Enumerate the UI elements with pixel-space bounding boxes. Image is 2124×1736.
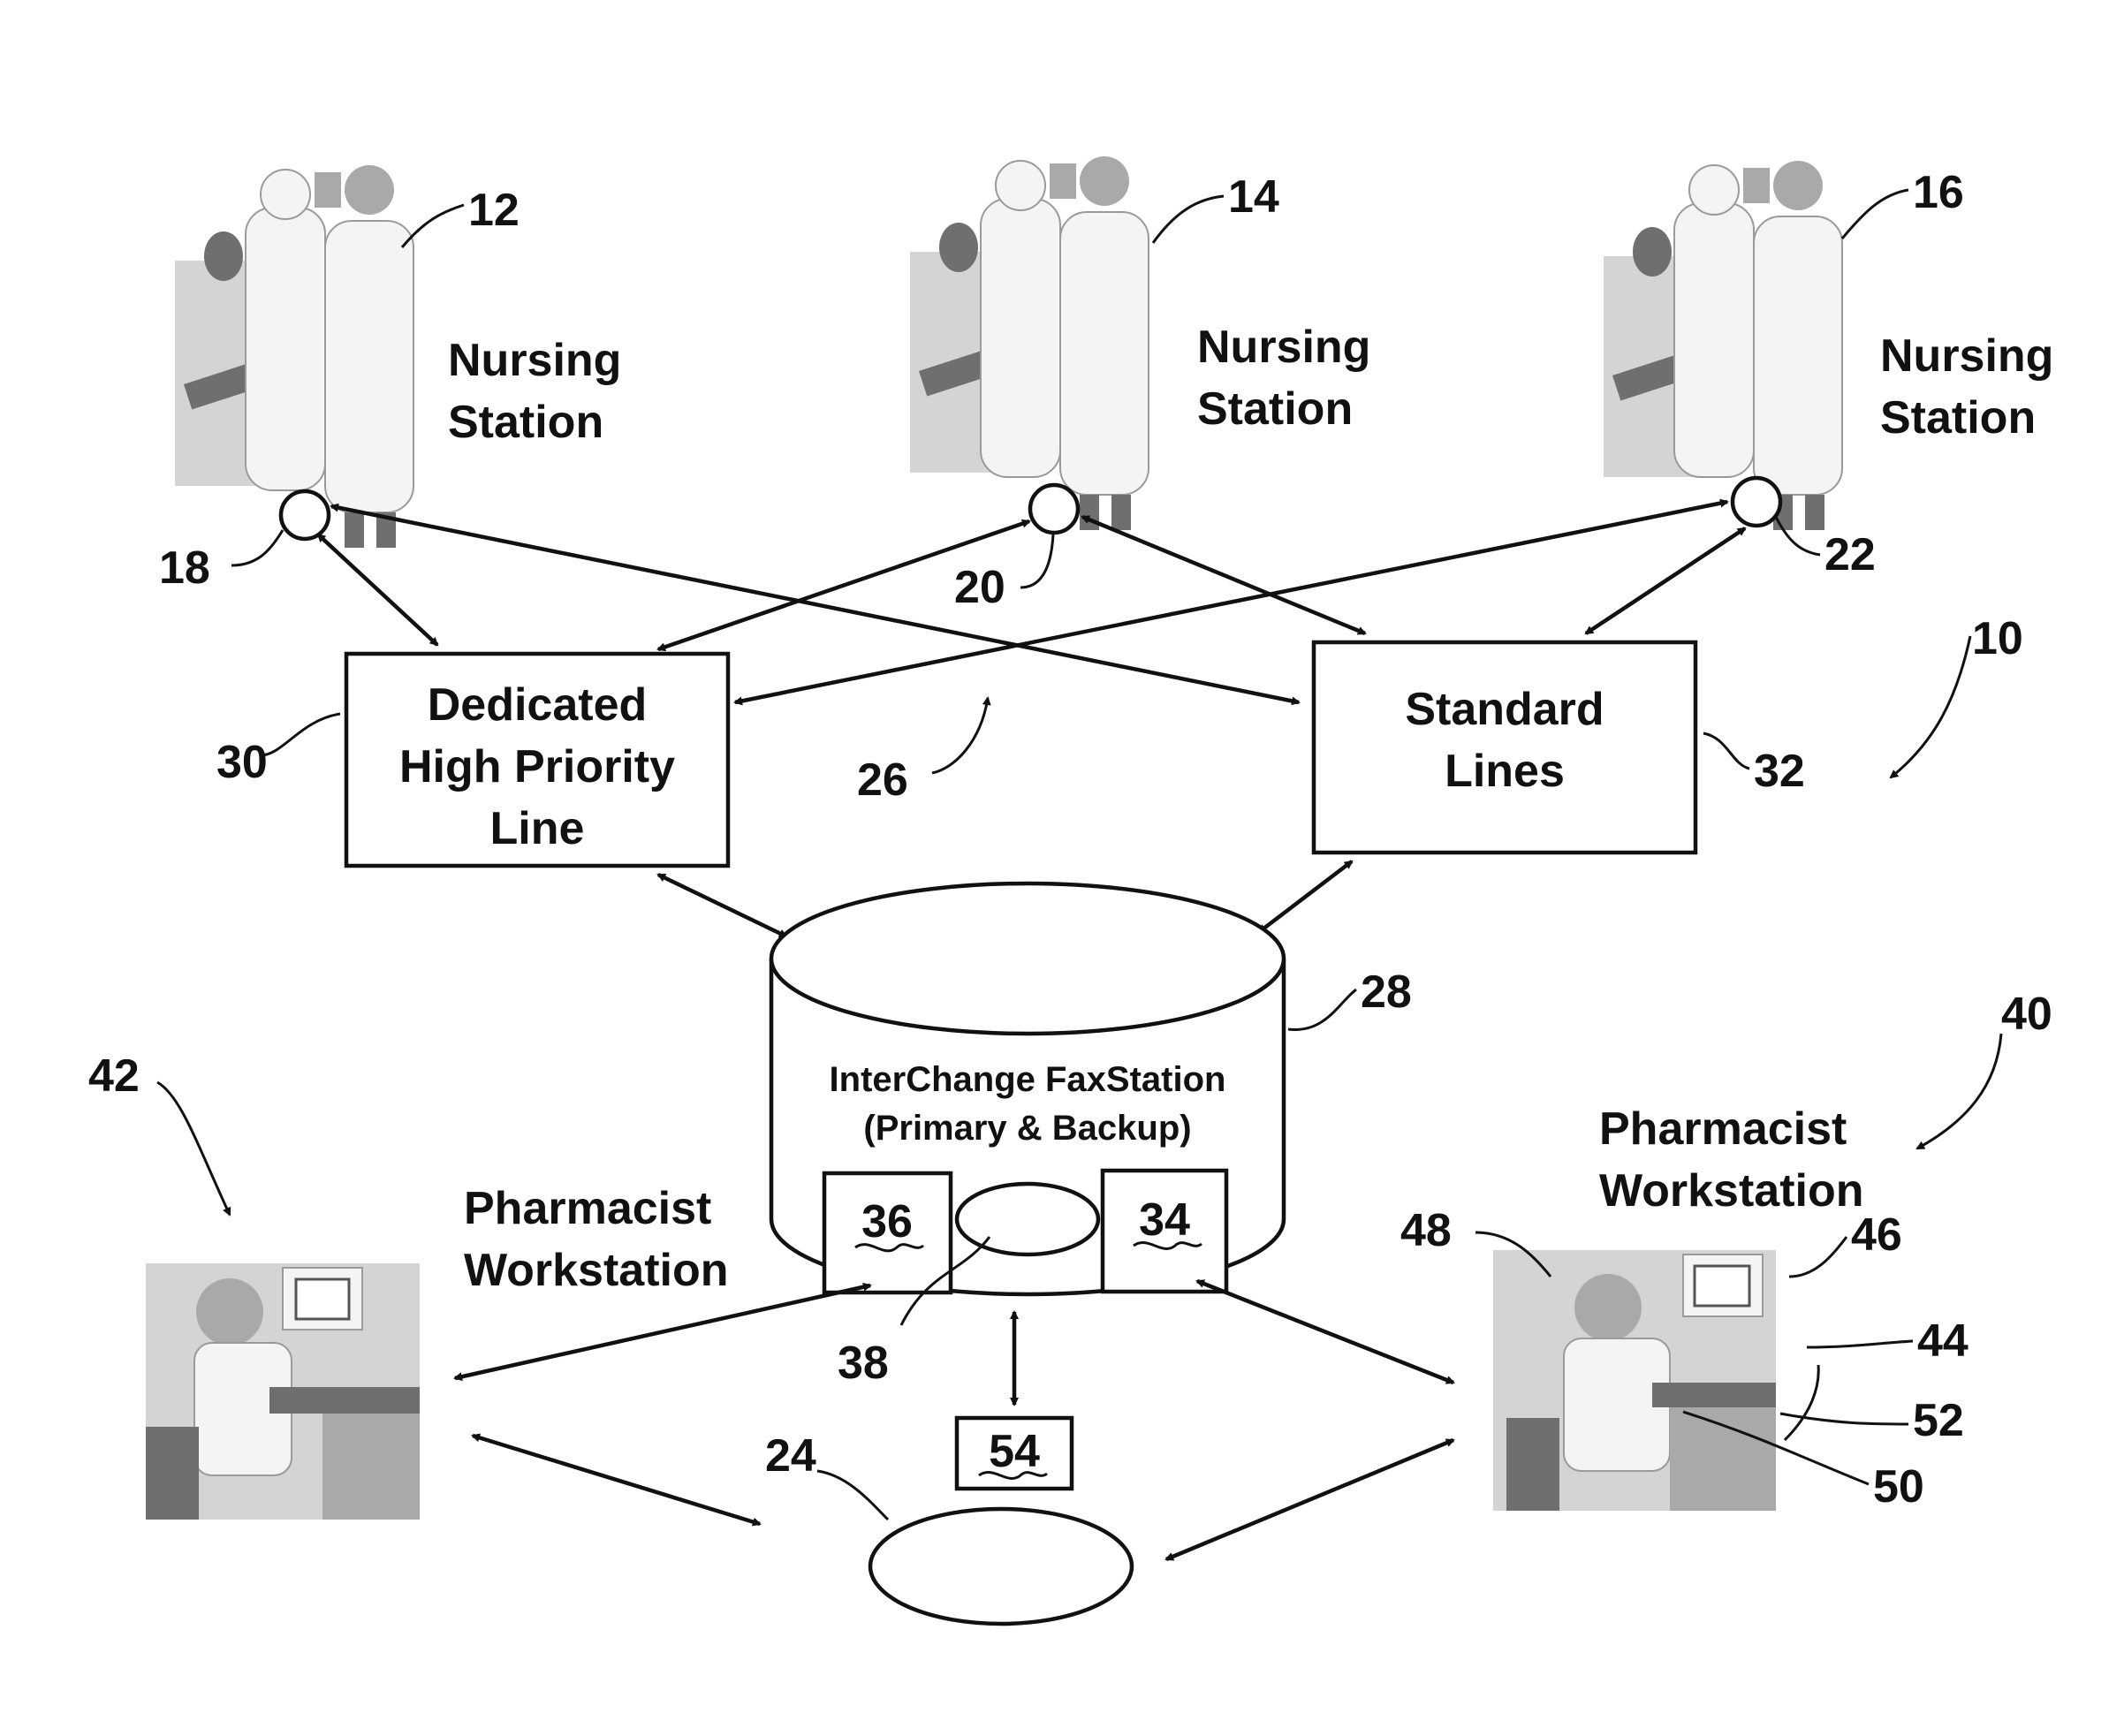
ref-20: 20 bbox=[954, 562, 1005, 613]
nursing-station-3-label-line2: Station bbox=[1880, 392, 2036, 443]
ref-16: 16 bbox=[1913, 167, 1964, 218]
leader-10 bbox=[1891, 636, 1970, 777]
pharmacist-workstation-photo-left bbox=[146, 1263, 420, 1520]
standard-box-line2: Lines bbox=[1445, 746, 1565, 797]
ref-28: 28 bbox=[1361, 967, 1412, 1018]
leader-32 bbox=[1703, 733, 1749, 769]
ref-14: 14 bbox=[1228, 171, 1279, 223]
ref-48: 48 bbox=[1400, 1205, 1452, 1256]
nursing-station-2-label-line2: Station bbox=[1197, 383, 1353, 435]
dedicated-box-line3: Line bbox=[490, 803, 585, 854]
leader-30 bbox=[261, 714, 340, 755]
leader-16 bbox=[1842, 190, 1908, 239]
ref-52: 52 bbox=[1913, 1395, 1964, 1446]
nursing-station-photo-1 bbox=[175, 165, 413, 548]
dedicated-box-line2: High Priority bbox=[399, 741, 675, 792]
pharmacist-right-label-line1: Pharmacist bbox=[1599, 1103, 1847, 1155]
leader-40 bbox=[1917, 1034, 2001, 1148]
ref-24: 24 bbox=[765, 1430, 816, 1482]
leader-28 bbox=[1288, 989, 1356, 1029]
cable-44 bbox=[1785, 1365, 1818, 1440]
ref-54: 54 bbox=[989, 1426, 1040, 1477]
connector-22 bbox=[1733, 478, 1780, 526]
leader-24 bbox=[817, 1471, 888, 1520]
ref-10: 10 bbox=[1972, 613, 2023, 664]
nursing-station-1-label-line1: Nursing bbox=[448, 335, 621, 386]
ref-38: 38 bbox=[838, 1338, 889, 1389]
ref-30: 30 bbox=[216, 737, 268, 788]
faxstation-label-line2: (Primary & Backup) bbox=[863, 1109, 1191, 1148]
leader-46 bbox=[1789, 1237, 1847, 1277]
nursing-station-2-label-line1: Nursing bbox=[1197, 322, 1370, 373]
leader-26 bbox=[932, 698, 988, 773]
faxstation-label-line1: InterChange FaxStation bbox=[830, 1060, 1226, 1099]
ref-22: 22 bbox=[1824, 529, 1876, 580]
ref-34: 34 bbox=[1139, 1194, 1190, 1246]
ref-46: 46 bbox=[1851, 1209, 1902, 1261]
ref-26: 26 bbox=[857, 754, 908, 806]
ref-40: 40 bbox=[2001, 989, 2052, 1040]
leader-14 bbox=[1153, 196, 1224, 243]
ref-32: 32 bbox=[1754, 746, 1805, 797]
connector-20 bbox=[1030, 485, 1078, 533]
pharmacist-right-label-line2: Workstation bbox=[1599, 1165, 1864, 1217]
nursing-station-photo-2 bbox=[910, 156, 1149, 530]
node-24 bbox=[870, 1509, 1132, 1624]
pharmacist-left-label-line1: Pharmacist bbox=[464, 1183, 711, 1234]
standard-to-faxstation-arrow bbox=[1259, 861, 1352, 932]
leader-18 bbox=[231, 530, 283, 565]
nursing-station-3-label-line1: Nursing bbox=[1880, 330, 2053, 382]
pharmacist-workstation-photo-right bbox=[1493, 1250, 1776, 1511]
ref-36: 36 bbox=[861, 1196, 913, 1247]
dedicated-box-line1: Dedicated bbox=[428, 679, 648, 731]
connector-18 bbox=[281, 491, 329, 539]
ref-50: 50 bbox=[1873, 1461, 1924, 1512]
nursing-station-1-label-line2: Station bbox=[448, 397, 603, 448]
leader-20 bbox=[1020, 534, 1053, 588]
dedicated-to-faxstation-arrow bbox=[658, 875, 786, 936]
leader-44 bbox=[1807, 1341, 1913, 1347]
leader-42 bbox=[157, 1082, 230, 1215]
ref-42: 42 bbox=[88, 1050, 140, 1102]
standard-box-line1: Standard bbox=[1405, 684, 1604, 735]
ref-18: 18 bbox=[159, 542, 210, 594]
nursing-station-photo-3 bbox=[1604, 161, 1842, 530]
pharmacist-left-label-line2: Workstation bbox=[464, 1245, 729, 1296]
ref-44: 44 bbox=[1917, 1315, 1968, 1367]
storage-38 bbox=[957, 1184, 1098, 1255]
ref-12: 12 bbox=[468, 185, 520, 236]
